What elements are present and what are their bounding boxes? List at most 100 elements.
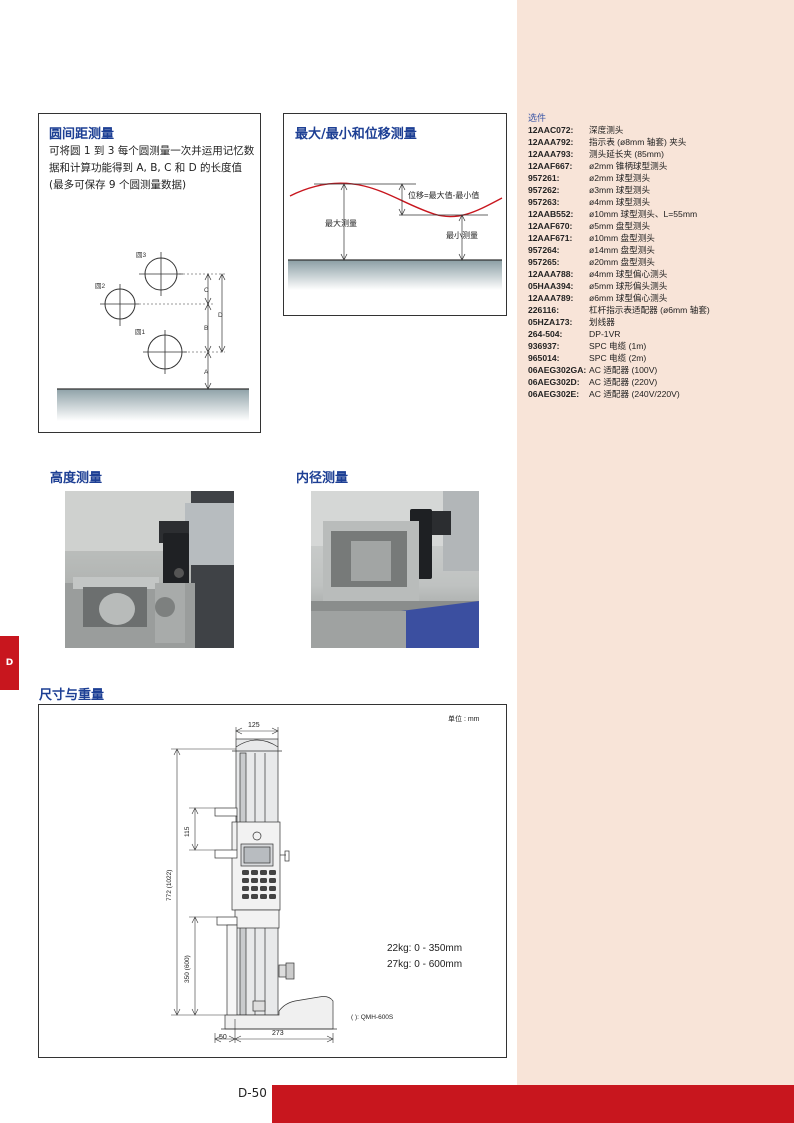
option-row: 06AEG302E: AC 适配器 (240V/220V) — [528, 388, 790, 400]
option-code: 12AAA789: — [528, 293, 574, 303]
option-row: 957264: ø14mm 盘型测头 — [528, 244, 790, 256]
circle-distance-diagram: 圆3 圆2 圆1 C B A D — [57, 251, 249, 421]
displacement-label: 位移=最大值-最小值 — [408, 190, 479, 200]
dim-b-label: B — [204, 325, 208, 332]
footer-red-bar — [272, 1085, 794, 1123]
option-code: 957265: — [528, 257, 560, 267]
option-row: 264-504: DP-1VR — [528, 328, 790, 340]
option-code: 936937: — [528, 341, 560, 351]
option-row: 957263: ø4mm 球型测头 — [528, 196, 790, 208]
option-desc: 杠杆指示表适配器 (ø6mm 轴套) — [589, 305, 710, 315]
options-title: 选件 — [528, 114, 547, 124]
option-desc: ø2mm 锥柄球型测头 — [589, 161, 668, 171]
circle-3-label: 圆3 — [136, 251, 147, 259]
dim-350: 350 (600) — [184, 955, 191, 983]
option-row: 05HAA394: ø5mm 球形偏头测头 — [528, 280, 790, 292]
option-row: 226116: 杠杆指示表适配器 (ø6mm 轴套) — [528, 304, 790, 316]
option-code: 965014: — [528, 353, 560, 363]
option-code: 12AAA793: — [528, 149, 574, 159]
option-row: 12AAC072: 深度测头 — [528, 124, 790, 136]
option-row: 12AAB552: ø10mm 球型测头、L=55mm — [528, 208, 790, 220]
option-desc: ø2mm 球型测头 — [589, 173, 651, 183]
option-desc: DP-1VR — [589, 329, 621, 339]
height-measurement-photo — [65, 491, 234, 648]
option-desc: ø4mm 球型偏心测头 — [589, 269, 668, 279]
option-code: 06AEG302E: — [528, 389, 580, 399]
option-code: 226116: — [528, 305, 560, 315]
option-code: 06AEG302GA: — [528, 365, 587, 375]
dim-d-label: D — [218, 312, 223, 319]
option-row: 12AAF667: ø2mm 锥柄球型测头 — [528, 160, 790, 172]
dimensions-title: 尺寸与重量 — [39, 688, 105, 703]
option-desc: ø10mm 盘型测头 — [589, 233, 655, 243]
option-code: 12AAA788: — [528, 269, 574, 279]
option-code: 957262: — [528, 185, 560, 195]
circle-distance-text: 可将圆 1 到 3 每个圆测量一次并运用记忆数据和计算功能得到 A, B, C … — [49, 145, 255, 191]
dim-a-label: A — [204, 369, 209, 376]
dimensions-drawing: 单位 : mm 125 50 273 ( ): QMH-600S 115 772… — [166, 714, 480, 1043]
dim-772: 772 (1022) — [166, 870, 173, 901]
option-code: 957264: — [528, 245, 560, 255]
option-code: 264-504: — [528, 329, 563, 339]
dim-50: 50 — [219, 1034, 227, 1041]
option-desc: 划线器 — [589, 317, 615, 327]
height-measurement-title: 高度测量 — [50, 471, 103, 486]
unit-label: 单位 : mm — [448, 714, 480, 723]
option-row: 12AAF671: ø10mm 盘型测头 — [528, 232, 790, 244]
option-row: 12AAA793: 测头延长夹 (85mm) — [528, 148, 790, 160]
option-row: 06AEG302GA:AC 适配器 (100V) — [528, 364, 790, 376]
option-desc: ø14mm 盘型测头 — [589, 245, 655, 255]
option-code: 12AAF667: — [528, 161, 573, 171]
option-desc: ø10mm 球型测头、L=55mm — [589, 209, 698, 219]
option-desc: SPC 电缆 (2m) — [589, 353, 647, 363]
option-desc: ø20mm 盘型测头 — [589, 257, 655, 267]
option-desc: AC 适配器 (240V/220V) — [589, 389, 680, 399]
option-desc: ø3mm 球型测头 — [589, 185, 651, 195]
option-code: 12AAC072: — [528, 125, 574, 135]
option-row: 957262: ø3mm 球型测头 — [528, 184, 790, 196]
option-row: 12AAA789:ø6mm 球型偏心测头 — [528, 292, 790, 304]
dimensions-box: 单位 : mm 125 50 273 ( ): QMH-600S 115 772… — [38, 704, 507, 1058]
inner-diameter-title: 内径测量 — [296, 471, 349, 486]
circle-distance-box: 圆3 圆2 圆1 C B A D 圆间距测量 可将圆 1 到 3 每个圆测量一次… — [38, 113, 261, 433]
max-label: 最大测量 — [325, 218, 357, 228]
option-row: 12AAA788: ø4mm 球型偏心测头 — [528, 268, 790, 280]
weight-350: 22kg: 0 - 350mm — [387, 943, 462, 954]
option-desc: 深度测头 — [589, 125, 624, 135]
option-desc: SPC 电缆 (1m) — [589, 341, 647, 351]
option-desc: ø5mm 球形偏头测头 — [589, 281, 668, 291]
option-row: 965014: SPC 电缆 (2m) — [528, 352, 790, 364]
option-desc: ø4mm 球型测头 — [589, 197, 651, 207]
maxmin-box: 位移=最大值-最小值 最大测量 最小测量 最大/最小和位移测量 — [283, 113, 507, 316]
option-code: 957263: — [528, 197, 560, 207]
option-code: 06AEG302D: — [528, 377, 580, 387]
option-code: 05HZA173: — [528, 317, 573, 327]
dim-115: 115 — [184, 826, 191, 837]
dim-273: 273 — [272, 1030, 284, 1037]
model-note: ( ): QMH-600S — [351, 1014, 394, 1021]
option-desc: 测头延长夹 (85mm) — [589, 149, 664, 159]
page-number: D-50 — [238, 1086, 267, 1100]
option-code: 12AAF670: — [528, 221, 573, 231]
height-photo-illustration — [65, 491, 234, 648]
maxmin-title: 最大/最小和位移测量 — [295, 127, 417, 142]
option-code: 957261: — [528, 173, 560, 183]
option-desc: ø5mm 盘型测头 — [589, 221, 651, 231]
option-code: 05HAA394: — [528, 281, 574, 291]
min-label: 最小测量 — [446, 231, 478, 240]
option-code: 12AAB552: — [528, 209, 574, 219]
option-desc: AC 适配器 (220V) — [589, 377, 658, 387]
option-code: 12AAA792: — [528, 137, 574, 147]
dim-c-label: C — [204, 287, 209, 294]
option-row: 957261: ø2mm 球型测头 — [528, 172, 790, 184]
option-desc: AC 适配器 (100V) — [589, 365, 658, 375]
option-row: 06AEG302D: AC 适配器 (220V) — [528, 376, 790, 388]
option-desc: 指示表 (ø8mm 轴套) 夹头 — [589, 137, 687, 147]
option-code: 12AAF671: — [528, 233, 573, 243]
option-row: 12AAF670: ø5mm 盘型测头 — [528, 220, 790, 232]
circle-distance-title: 圆间距测量 — [49, 127, 115, 142]
inner-diameter-photo — [311, 491, 479, 648]
section-tab-d[interactable]: D — [0, 636, 19, 690]
options-sidebar — [517, 0, 794, 1085]
dim-125: 125 — [248, 722, 260, 729]
